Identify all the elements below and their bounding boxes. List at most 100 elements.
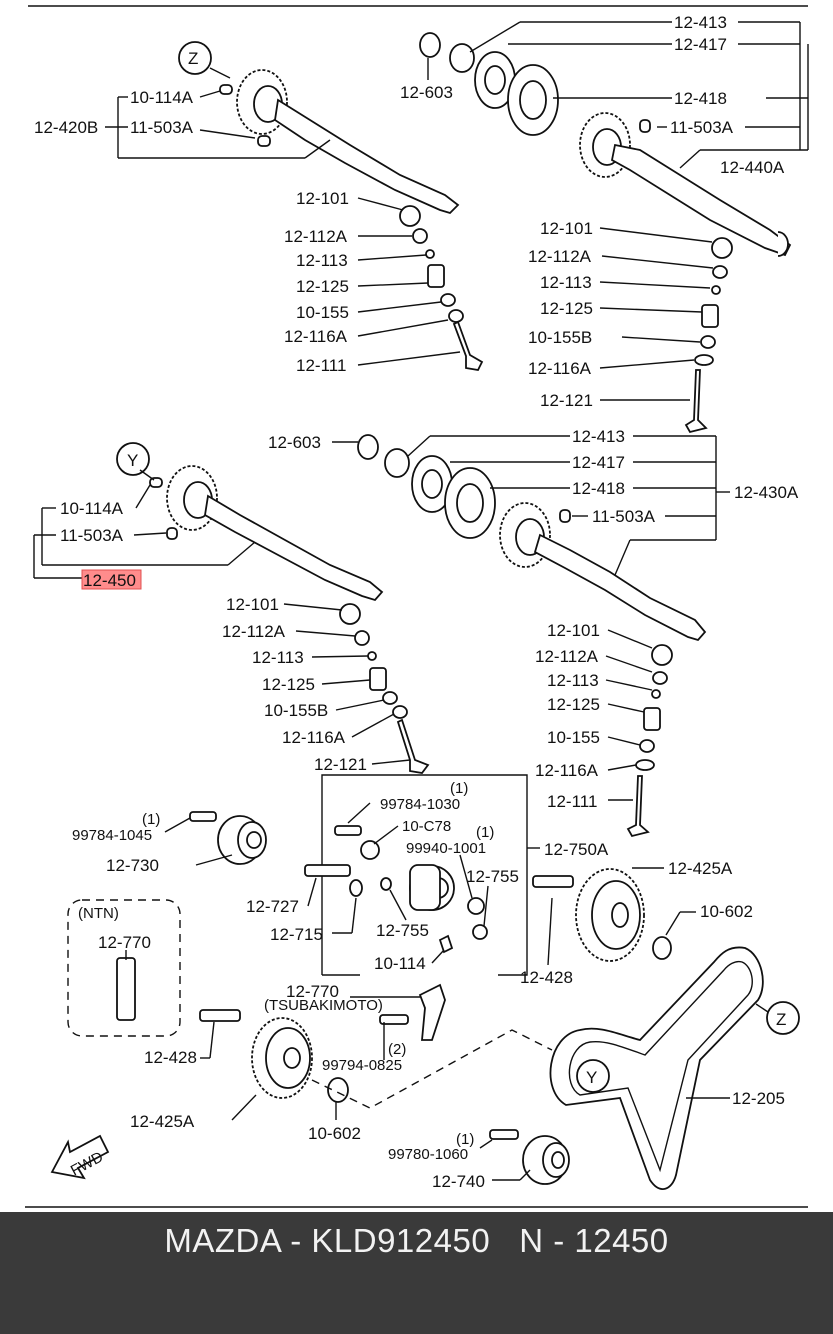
label-12-113-d: 12-113 <box>547 671 599 690</box>
label-12-715: 12-715 <box>270 925 323 944</box>
tensioner-group-12-750a <box>321 774 540 976</box>
label-12-116a-d: 12-116A <box>535 761 599 780</box>
label-99794-0825: 99794-0825 <box>322 1057 402 1074</box>
label-12-113-c: 12-113 <box>252 648 304 667</box>
crank-pulley-12-425a <box>199 1009 313 1121</box>
label-11-503a-mid-right: 11-503A <box>592 507 656 526</box>
washer-10-602 <box>327 1077 349 1120</box>
label-10-602-right: 10-602 <box>700 902 753 921</box>
label-12-116a-c: 12-116A <box>282 728 346 747</box>
valve-stack-top-right <box>599 227 733 434</box>
label-y-left: Y <box>127 451 138 470</box>
label-12-116a-b: 12-116A <box>528 359 592 378</box>
label-12-112a-b: 12-112A <box>528 247 592 266</box>
label-12-430a: 12-430A <box>734 483 799 502</box>
bracket-top-left <box>105 67 331 159</box>
label-12-112a-d: 12-112A <box>535 647 599 666</box>
label-12-205: 12-205 <box>732 1089 785 1108</box>
label-12-440a: 12-440A <box>720 158 785 177</box>
label-10-114a-mid: 10-114A <box>60 499 124 518</box>
footer-bar <box>0 1212 833 1334</box>
label-12-750a: 12-750A <box>544 840 609 859</box>
camshaft-12-420b <box>219 69 460 215</box>
label-12-113-a: 12-113 <box>296 251 348 270</box>
label-ntn: (NTN) <box>78 905 119 922</box>
label-12-755-b: 12-755 <box>376 921 429 940</box>
label-12-112a-a: 12-112A <box>284 227 348 246</box>
cam-pulley-right-12-425a <box>532 867 696 966</box>
footer-title: MAZDA - KLD912450 N - 12450 <box>164 1222 669 1259</box>
label-12-125-d: 12-125 <box>547 695 600 714</box>
label-12-428-right: 12-428 <box>520 968 573 987</box>
label-qty-1-c: (1) <box>476 824 494 841</box>
bracket-top-right <box>427 21 809 169</box>
bolt-12-727 <box>304 864 363 934</box>
valve-stack-top-left <box>357 197 484 371</box>
highlight-12-450 <box>81 569 142 590</box>
timing-belt-12-205 <box>549 946 764 1190</box>
label-12-101-b: 12-101 <box>540 219 593 238</box>
camshaft-12-430a <box>357 434 707 642</box>
label-12-101-a: 12-101 <box>296 189 349 208</box>
label-11-503a-mid-left: 11-503A <box>60 526 124 545</box>
label-12-125-c: 12-125 <box>262 675 315 694</box>
label-12-450: 12-450 <box>83 571 136 590</box>
label-12-413-mid: 12-413 <box>572 427 625 446</box>
label-12-770-tsubakimoto: 12-770 <box>286 982 339 1001</box>
label-12-770-ntn: 12-770 <box>98 933 151 952</box>
label-12-112a-c: 12-112A <box>222 622 286 641</box>
marker-z-left <box>178 41 212 75</box>
camshaft-12-450 <box>149 465 384 602</box>
label-12-111-a: 12-111 <box>296 356 346 375</box>
label-12-418-top: 12-418 <box>674 89 727 108</box>
label-12-425a-right: 12-425A <box>668 859 733 878</box>
label-qty-1-d: (1) <box>456 1131 474 1148</box>
marker-y-right <box>576 1059 610 1093</box>
valve-stack-mid-right <box>605 629 673 838</box>
label-12-413-top: 12-413 <box>674 13 727 32</box>
idler-12-740 <box>479 1129 570 1185</box>
fwd-arrow-icon <box>50 1134 110 1180</box>
label-10-155-a: 10-155 <box>296 303 349 322</box>
label-z-left: Z <box>188 49 198 68</box>
label-12-755-a: 12-755 <box>466 867 519 886</box>
label-11-503a-top-left: 11-503A <box>130 118 194 137</box>
label-z-right: Z <box>776 1010 786 1029</box>
label-99780-1060: 99780-1060 <box>388 1146 468 1163</box>
label-99940-1001: 99940-1001 <box>406 840 486 857</box>
label-12-727: 12-727 <box>246 897 299 916</box>
label-12-125-b: 12-125 <box>540 299 593 318</box>
tensioner-12-770 <box>350 983 446 1060</box>
label-12-603-mid: 12-603 <box>268 433 321 452</box>
label-11-503a-top-right: 11-503A <box>670 118 734 137</box>
label-y-right: Y <box>586 1068 597 1087</box>
bracket-middle-right <box>332 435 730 576</box>
label-12-121-b: 12-121 <box>314 755 367 774</box>
bracket-middle-left <box>33 469 256 579</box>
label-12-740: 12-740 <box>432 1172 485 1191</box>
label-qty-1-a: (1) <box>142 811 160 828</box>
camshaft-12-440a <box>419 32 792 257</box>
label-12-113-b: 12-113 <box>540 273 592 292</box>
label-12-111-d: 12-111 <box>547 792 597 811</box>
label-qty-2: (2) <box>388 1041 406 1058</box>
label-12-420b: 12-420B <box>34 118 98 137</box>
label-12-730: 12-730 <box>106 856 159 875</box>
label-12-428-left: 12-428 <box>144 1048 197 1067</box>
label-10-155-d: 10-155 <box>547 728 600 747</box>
label-99784-1030: 99784-1030 <box>380 796 460 813</box>
label-qty-1-b: (1) <box>450 780 468 797</box>
marker-y-left <box>116 442 150 476</box>
label-10-114: 10-114 <box>374 954 426 973</box>
label-99784-1045: 99784-1045 <box>72 827 152 844</box>
label-12-418-mid: 12-418 <box>572 479 625 498</box>
valve-stack-mid-left <box>283 603 430 774</box>
belt-path <box>311 1029 553 1109</box>
label-10-155b-a: 10-155B <box>528 328 592 347</box>
label-12-125-a: 12-125 <box>296 277 349 296</box>
leader-z-right <box>755 1003 769 1013</box>
label-10-602-bottom: 10-602 <box>308 1124 361 1143</box>
label-12-101-c: 12-101 <box>226 595 279 614</box>
label-10-114a-top: 10-114A <box>130 88 194 107</box>
label-12-603-top: 12-603 <box>400 83 453 102</box>
